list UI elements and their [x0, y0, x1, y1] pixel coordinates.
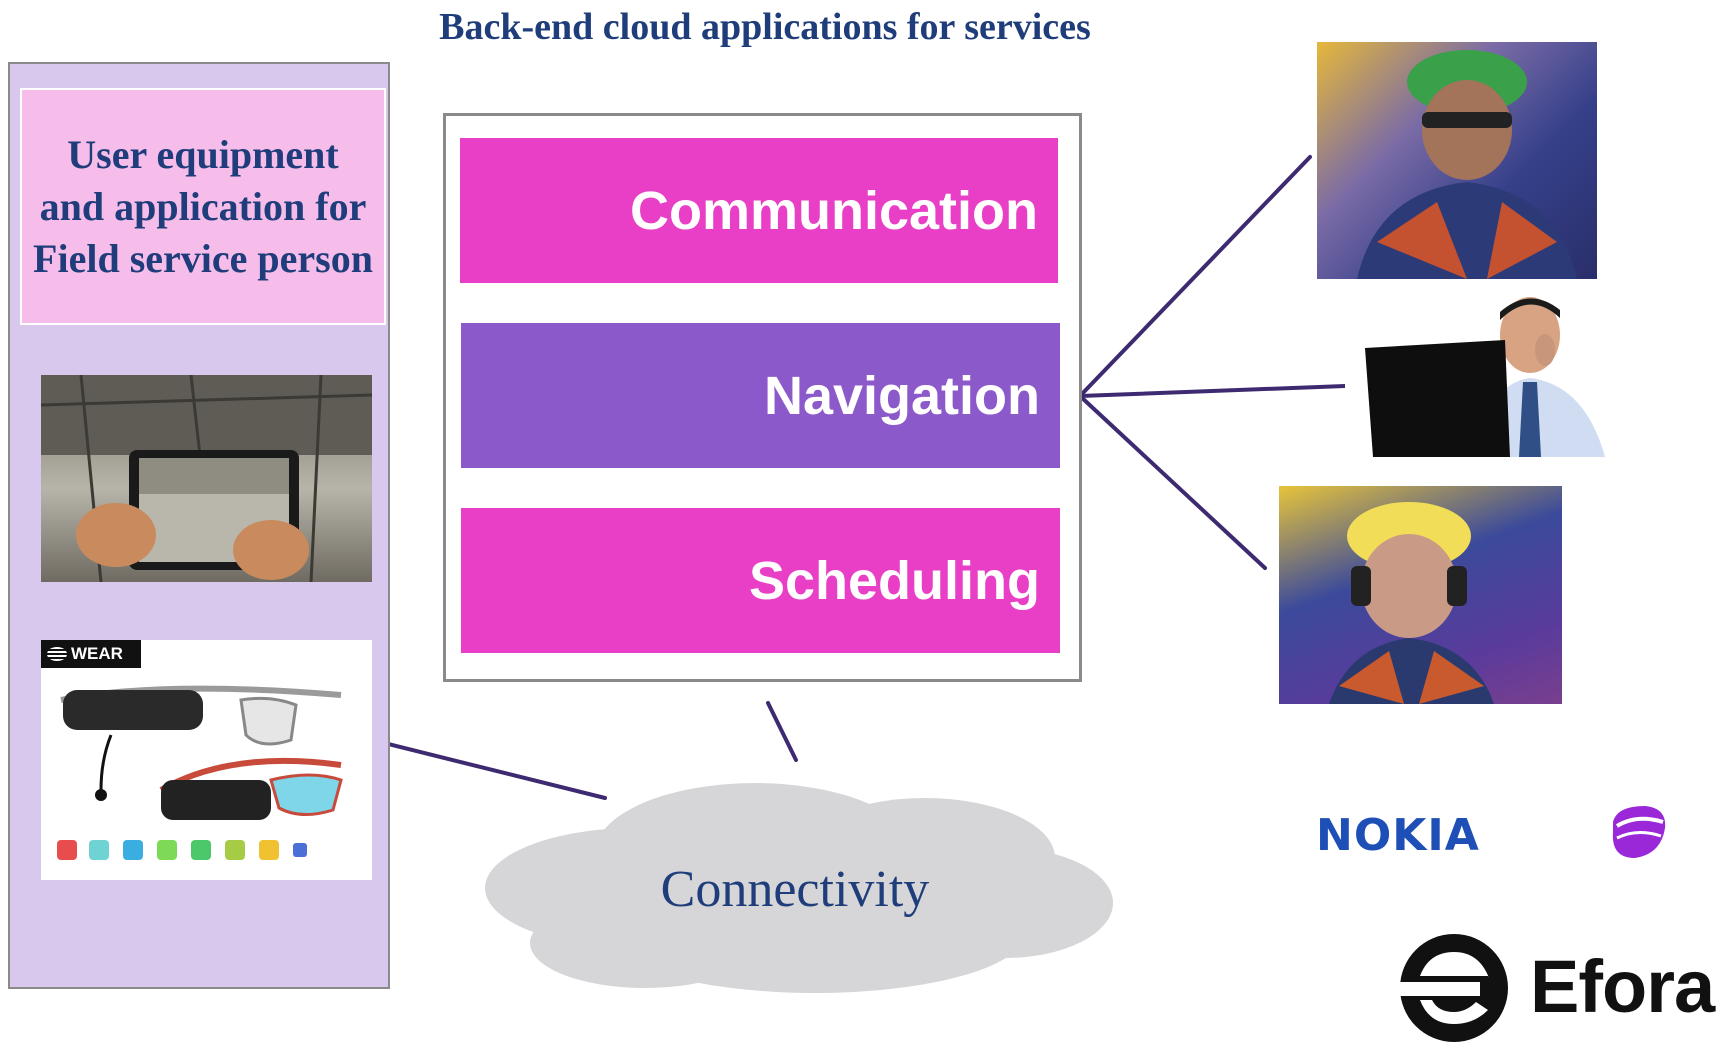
- tablet-illustration: [41, 375, 372, 582]
- field-worker-photo: [1317, 42, 1597, 279]
- office-operator-illustration: [1365, 297, 1605, 457]
- tablet-photo: [41, 375, 372, 582]
- line-navigation-to-office: [1078, 384, 1347, 398]
- wear-brand-label: WEAR: [71, 644, 123, 663]
- efora-logo-icon: [1400, 934, 1508, 1042]
- field-worker-illustration: [1357, 50, 1577, 279]
- efora-logo-text: Efora: [1530, 945, 1715, 1028]
- telia-logo-icon: [1612, 806, 1666, 858]
- service-communication: Communication: [460, 138, 1058, 283]
- connectivity-label: Connectivity: [660, 861, 930, 918]
- nokia-logo: NOKIA: [1316, 810, 1480, 861]
- user-equipment-title: User equipment and application for Field…: [20, 88, 386, 325]
- efora-worker-photo: [1279, 486, 1562, 704]
- glasses-illustration: [57, 685, 343, 860]
- efora-worker-illustration: [1329, 502, 1494, 704]
- line-navigation-to-worker-1: [1078, 155, 1312, 398]
- office-operator-photo: [1345, 290, 1620, 457]
- connectivity-cloud: [485, 783, 1113, 993]
- wear-brand-badge: WEAR: [41, 640, 141, 668]
- line-navigation-to-worker-2: [1078, 394, 1267, 570]
- service-navigation: Navigation: [461, 323, 1060, 468]
- app-icons-row: [57, 840, 307, 860]
- cloud-applications-title: Back-end cloud applications for services: [439, 6, 1091, 48]
- wear-logo-icon: [47, 647, 67, 661]
- smart-glasses-photo: WEAR: [41, 640, 372, 880]
- line-services-to-cloud: [766, 701, 798, 762]
- service-scheduling: Scheduling: [461, 508, 1060, 653]
